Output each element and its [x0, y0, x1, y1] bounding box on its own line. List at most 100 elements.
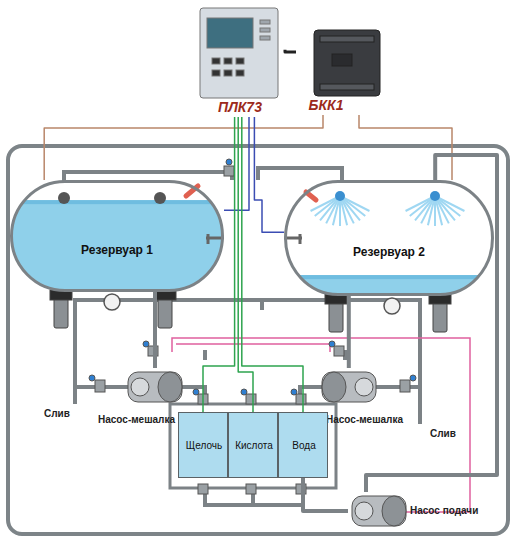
plc-device: [260, 20, 270, 24]
pink-wire: [172, 338, 470, 512]
valve-symbol: [241, 389, 247, 395]
io-module: [314, 30, 380, 96]
pump-motor: [322, 372, 376, 402]
plc-device: [212, 70, 220, 76]
drain-label: Слив: [430, 428, 470, 440]
signal-wire: [359, 115, 452, 180]
node-label: ПЛК73: [195, 99, 285, 115]
valve-wire: [238, 117, 253, 412]
pump-motor: [131, 378, 149, 396]
chemical-tank: Вода: [278, 412, 328, 478]
tank-outline: [284, 180, 494, 296]
valve-symbol: [246, 484, 256, 494]
valve-symbol: [224, 166, 234, 176]
tank-border: [12, 182, 223, 291]
pipe-line: [205, 350, 345, 360]
node-label: Щелочь: [179, 440, 229, 452]
valve-symbol: [334, 346, 344, 356]
valve-symbol: [95, 380, 105, 392]
pump-motor: [355, 378, 373, 396]
mixer-pump: Насос-мешалка: [318, 368, 428, 428]
valve-symbol: [193, 389, 199, 395]
pump-motor: [322, 372, 346, 402]
pump-motor: [128, 372, 182, 402]
plc-controller: ПЛК73: [195, 5, 285, 117]
valve-symbol: [198, 484, 208, 494]
pump-motor: [352, 496, 406, 526]
pipe-line: [73, 387, 77, 404]
water-fill: [286, 275, 493, 294]
node-label: Резервуар 1: [50, 244, 184, 258]
signal-wire: [254, 117, 284, 232]
spray-nozzle: [335, 191, 345, 201]
signal-wire: [224, 117, 249, 210]
valve-symbol: [89, 375, 95, 381]
node-label: Вода: [279, 440, 329, 452]
plc-device: [200, 8, 278, 98]
io-module: БКК1: [296, 25, 386, 115]
valve-symbol: [143, 341, 149, 347]
feed-pump: Насос подачи: [348, 492, 498, 530]
io-module: [314, 30, 380, 96]
plc-device: [207, 18, 253, 48]
valve-symbol: [291, 389, 297, 395]
valve-symbol: [296, 484, 306, 494]
plc-device: [212, 58, 220, 64]
valve-symbol: [246, 394, 256, 404]
plc-device: [224, 70, 232, 76]
water-surface: [286, 275, 493, 279]
pressure-gauge: [104, 294, 400, 314]
node-label: Насос-мешалка: [326, 414, 426, 426]
signal-wire: [44, 115, 323, 180]
data-cable: [285, 50, 296, 52]
pump-motor: [382, 496, 406, 526]
pink-wire: [176, 344, 330, 352]
valve-symbol: [410, 375, 416, 381]
plc-device: [260, 28, 270, 32]
valve-symbol: [329, 341, 335, 347]
pressure-gauge: [384, 298, 400, 314]
plc-device: [236, 70, 244, 76]
water-surface: [12, 200, 223, 204]
plc-device: [260, 36, 270, 40]
pipe-line: [347, 296, 351, 368]
level-sensor: [58, 192, 70, 204]
pink-wire: [172, 338, 470, 512]
io-module: [332, 54, 352, 66]
reservoir-tank: Резервуар 1: [10, 180, 224, 292]
water-fill: [12, 200, 223, 290]
chemical-tank: Щелочь: [178, 412, 228, 478]
valve-symbol: [400, 380, 410, 392]
tank-border: [286, 182, 493, 295]
pipe-line: [258, 168, 342, 182]
reservoir-leg: [50, 290, 451, 332]
outer-frame: [8, 146, 508, 534]
plc-device: [236, 58, 244, 64]
tank-outline: [10, 180, 224, 292]
chemical-tank: Кислота: [228, 412, 278, 478]
pipe-line: [170, 404, 336, 488]
io-module: [320, 36, 374, 42]
pipe-line: [153, 292, 157, 368]
node-label: Резервуар 2: [324, 246, 454, 260]
plc-device: [224, 58, 232, 64]
reservoir-tank: Резервуар 2: [284, 180, 494, 296]
valve-symbol: [148, 346, 158, 356]
pipe-line: [418, 387, 422, 424]
drain-label: Слив: [44, 408, 84, 420]
valve-symbol: [226, 159, 232, 165]
io-module: [320, 84, 374, 90]
pump-motor: [128, 372, 406, 526]
pump-motor: [158, 372, 182, 402]
outer-frame: [8, 146, 508, 534]
valve-symbol: [198, 394, 208, 404]
pipe-line: [303, 478, 348, 511]
node-label: Насос подачи: [410, 505, 498, 517]
spray-nozzle: [430, 191, 440, 201]
pressure-gauge: [104, 294, 120, 310]
node-label: БКК1: [296, 97, 356, 113]
level-sensor: [154, 192, 166, 204]
pump-motor: [355, 502, 373, 520]
node-label: Кислота: [229, 440, 279, 452]
